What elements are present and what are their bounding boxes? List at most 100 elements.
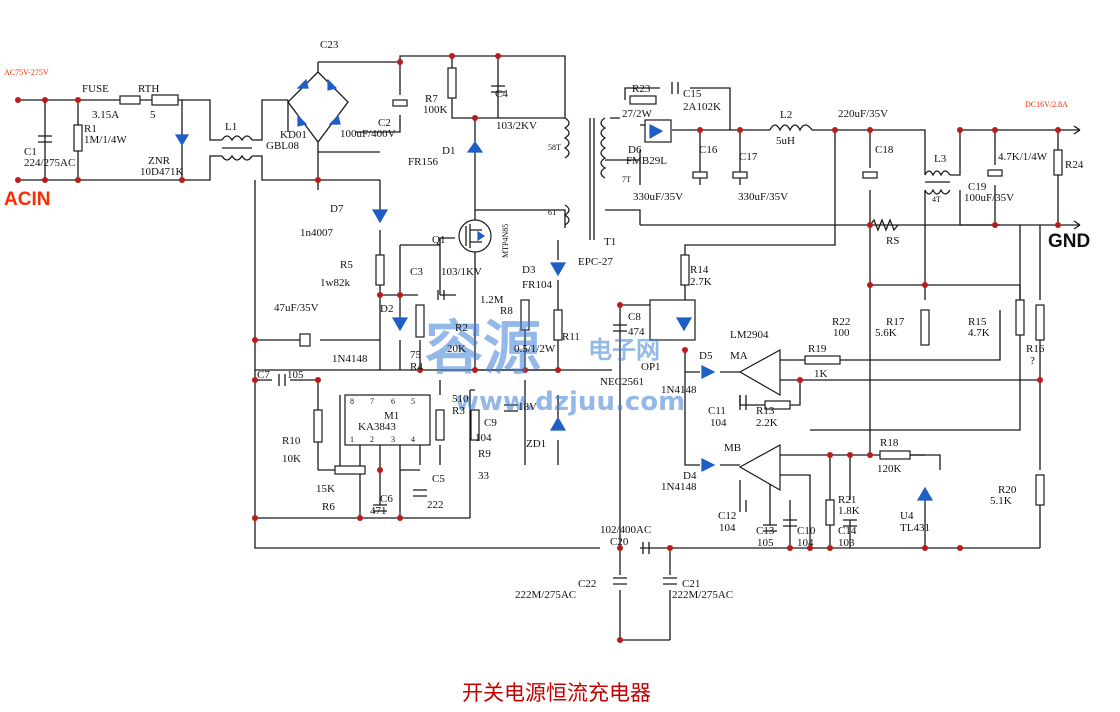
c1-label: C1 (24, 146, 37, 158)
c12-value: 104 (719, 522, 736, 534)
fuse-symbol (119, 95, 141, 105)
r20-value: 5.1K (990, 495, 1012, 507)
r9-label: R9 (478, 448, 491, 460)
c12-label: C12 (718, 510, 736, 522)
t1-aux-turns: 6T (548, 208, 557, 217)
c21-symbol (663, 577, 677, 585)
r16-symbol (1035, 304, 1045, 341)
t1-secondary-turns: 7T (622, 175, 631, 184)
r24-label: R24 (1065, 159, 1084, 171)
d7-symbol (371, 209, 389, 224)
zd1-symbol (549, 416, 567, 431)
d3-label: D3 (522, 264, 536, 276)
c2-value: 100uF/400V (340, 128, 396, 140)
ac-in-label: ACIN (4, 189, 50, 210)
d7-label: D7 (330, 203, 344, 215)
gbl08-label: GBL08 (266, 140, 300, 152)
d6-value: FMB29L (626, 155, 667, 167)
c6-symbol (373, 504, 387, 512)
diagram-title: 开关电源恒流充电器 (462, 681, 651, 705)
bridge-rectifier-symbol (287, 71, 349, 144)
t1-core-type: EPC-27 (578, 256, 613, 268)
u4-tl431-symbol (916, 486, 934, 501)
r8-value: 1.2M (480, 294, 504, 306)
c18-symbol (862, 171, 878, 179)
fuse-value: 3.15A (92, 109, 119, 121)
d3-symbol (549, 262, 567, 277)
r18-symbol (879, 450, 911, 460)
t1-aux-coil (563, 204, 570, 226)
op-amp-ma-symbol (738, 348, 781, 397)
c15-value: 2A102K (683, 101, 721, 113)
wires (18, 55, 1080, 641)
d7-value: 1n4007 (300, 227, 334, 239)
c15-label: C15 (683, 88, 702, 100)
watermark-url: www.dzjuu.com (455, 387, 685, 417)
c12-symbol (739, 500, 747, 512)
r3-value: 510 (452, 393, 469, 405)
r1-symbol (73, 124, 83, 152)
c8-label: C8 (628, 311, 641, 323)
r7-value: 100K (423, 104, 448, 116)
u4-label: U4 (900, 510, 914, 522)
c14-symbol (843, 519, 857, 527)
watermark-tag: 电子网 (588, 336, 660, 364)
c1-symbol (38, 135, 52, 143)
r9-value: 33 (478, 470, 490, 482)
c20-label: C20 (610, 536, 629, 548)
u4-part-number: TL431 (900, 522, 930, 534)
r16-value: ? (1030, 355, 1035, 367)
d6-label: D6 (628, 144, 642, 156)
r14-label: R14 (690, 264, 709, 276)
znr-value: 10D471K (140, 166, 183, 178)
c21-label: C21 (682, 578, 700, 590)
r8-label: R8 (500, 305, 513, 317)
c22-value: 222M/275AC (515, 589, 576, 601)
r16-label: R16 (1026, 343, 1045, 355)
l2-label: L2 (780, 109, 792, 121)
c3-value: 103/1KV (441, 266, 482, 278)
d6-symbol (649, 124, 664, 140)
d4-value: 1N4148 (661, 481, 697, 493)
r5-value: 1w82k (320, 277, 350, 289)
znr-label: ZNR (148, 155, 171, 167)
r11-label: R11 (562, 331, 580, 343)
m1-label: M1 (384, 410, 399, 422)
c11-label: C11 (708, 405, 726, 417)
m1-ic-symbol (344, 394, 431, 446)
r14-value: 2.7K (690, 276, 712, 288)
components (38, 67, 1081, 585)
m1-part-number: KA3843 (358, 421, 396, 433)
r1-label: R1 (84, 123, 97, 135)
r10-symbol (313, 409, 323, 443)
r18-value: 120K (877, 463, 902, 475)
op1-led-icon (675, 317, 693, 332)
labels: AC75V-275V ACIN DC16V/2.8A GND FUSE 3.15… (4, 39, 1090, 705)
c5-symbol (413, 489, 427, 497)
c47uf-symbol (299, 333, 311, 347)
r6-label: R6 (322, 501, 335, 513)
q1-mosfet-symbol (458, 219, 492, 253)
watermark-brand: 容源 (425, 314, 541, 382)
output-terminal-arrows-icon (1073, 125, 1081, 230)
watermark: 容源 电子网 www.dzjuu.com (425, 314, 685, 417)
c9-label: C9 (484, 417, 497, 429)
c10-symbol (783, 519, 797, 527)
junction-dots (15, 53, 1061, 643)
c15-symbol (671, 82, 679, 94)
gnd-label: GND (1048, 231, 1090, 252)
q1-body-diode-icon (477, 230, 486, 242)
r13-value: 2.2K (756, 417, 778, 429)
r23-label: R23 (632, 83, 651, 95)
l3-label: L3 (934, 153, 947, 165)
rth-value: 5 (150, 109, 156, 121)
c7-value: 105 (287, 369, 304, 381)
l2-value: 5uH (776, 135, 795, 147)
rs-label: RS (886, 235, 899, 247)
c8-symbol (613, 324, 627, 332)
r19-label: R19 (808, 343, 827, 355)
c5-value: 222 (427, 499, 444, 511)
c20-symbol (642, 542, 650, 554)
c4-symbol (491, 85, 505, 93)
c4-label: C4 (495, 88, 508, 100)
